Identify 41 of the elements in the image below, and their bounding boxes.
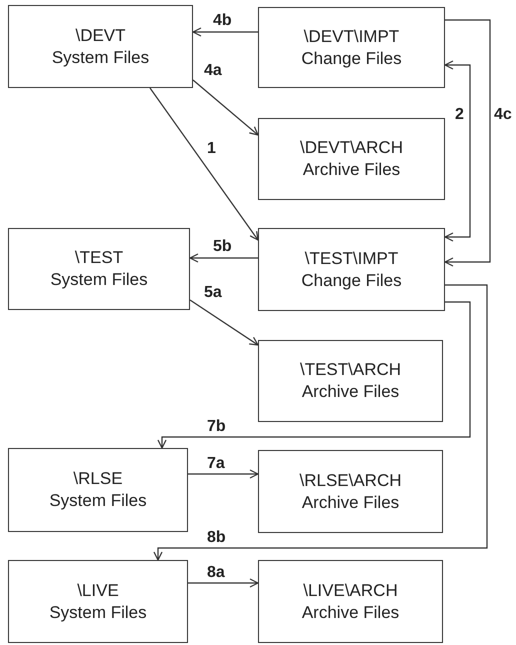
arrow bbox=[189, 253, 258, 263]
folder-description: Archive Files bbox=[302, 492, 400, 514]
folder-box bbox=[8, 228, 190, 310]
folder-box bbox=[258, 340, 443, 422]
folder-path: \LIVE bbox=[77, 580, 119, 602]
arrow bbox=[150, 88, 259, 241]
folder-box bbox=[258, 228, 445, 311]
folder-description: System Files bbox=[50, 269, 148, 291]
folder-box bbox=[258, 118, 445, 200]
folder-box bbox=[8, 448, 188, 532]
folder-path: \DEVT bbox=[75, 24, 126, 46]
folder-path: \DEVT\IMPT bbox=[304, 26, 400, 48]
folder-description: System Files bbox=[49, 490, 147, 512]
folder-box bbox=[258, 560, 443, 643]
folder-description: System Files bbox=[52, 46, 150, 68]
folder-path: \RLSE bbox=[73, 468, 123, 490]
folder-description: Change Files bbox=[301, 270, 402, 292]
arrow bbox=[188, 469, 259, 479]
arrow bbox=[192, 80, 259, 136]
folder-description: Archive Files bbox=[302, 381, 400, 403]
folder-path: \LIVE\ARCH bbox=[303, 580, 398, 602]
folder-path: \TEST bbox=[74, 247, 124, 269]
folder-box bbox=[258, 7, 445, 88]
arrow bbox=[153, 284, 488, 561]
folder-description: System Files bbox=[49, 602, 147, 624]
folder-box bbox=[258, 450, 443, 533]
folder-description: Archive Files bbox=[302, 602, 400, 624]
folder-description: Change Files bbox=[301, 48, 402, 70]
arrow bbox=[157, 301, 471, 449]
arrow bbox=[190, 300, 259, 346]
folder-box bbox=[8, 5, 193, 88]
folder-path: \TEST\IMPT bbox=[304, 248, 398, 270]
folder-path: \TEST\ARCH bbox=[300, 359, 402, 381]
arrow bbox=[188, 578, 259, 588]
folder-path: \RLSE\ARCH bbox=[299, 470, 402, 492]
arrow bbox=[444, 19, 491, 267]
folder-box bbox=[8, 560, 188, 643]
folder-path: \DEVT\ARCH bbox=[300, 137, 403, 159]
arrow bbox=[192, 27, 258, 37]
folder-description: Archive Files bbox=[302, 159, 400, 181]
arrow bbox=[444, 60, 471, 242]
